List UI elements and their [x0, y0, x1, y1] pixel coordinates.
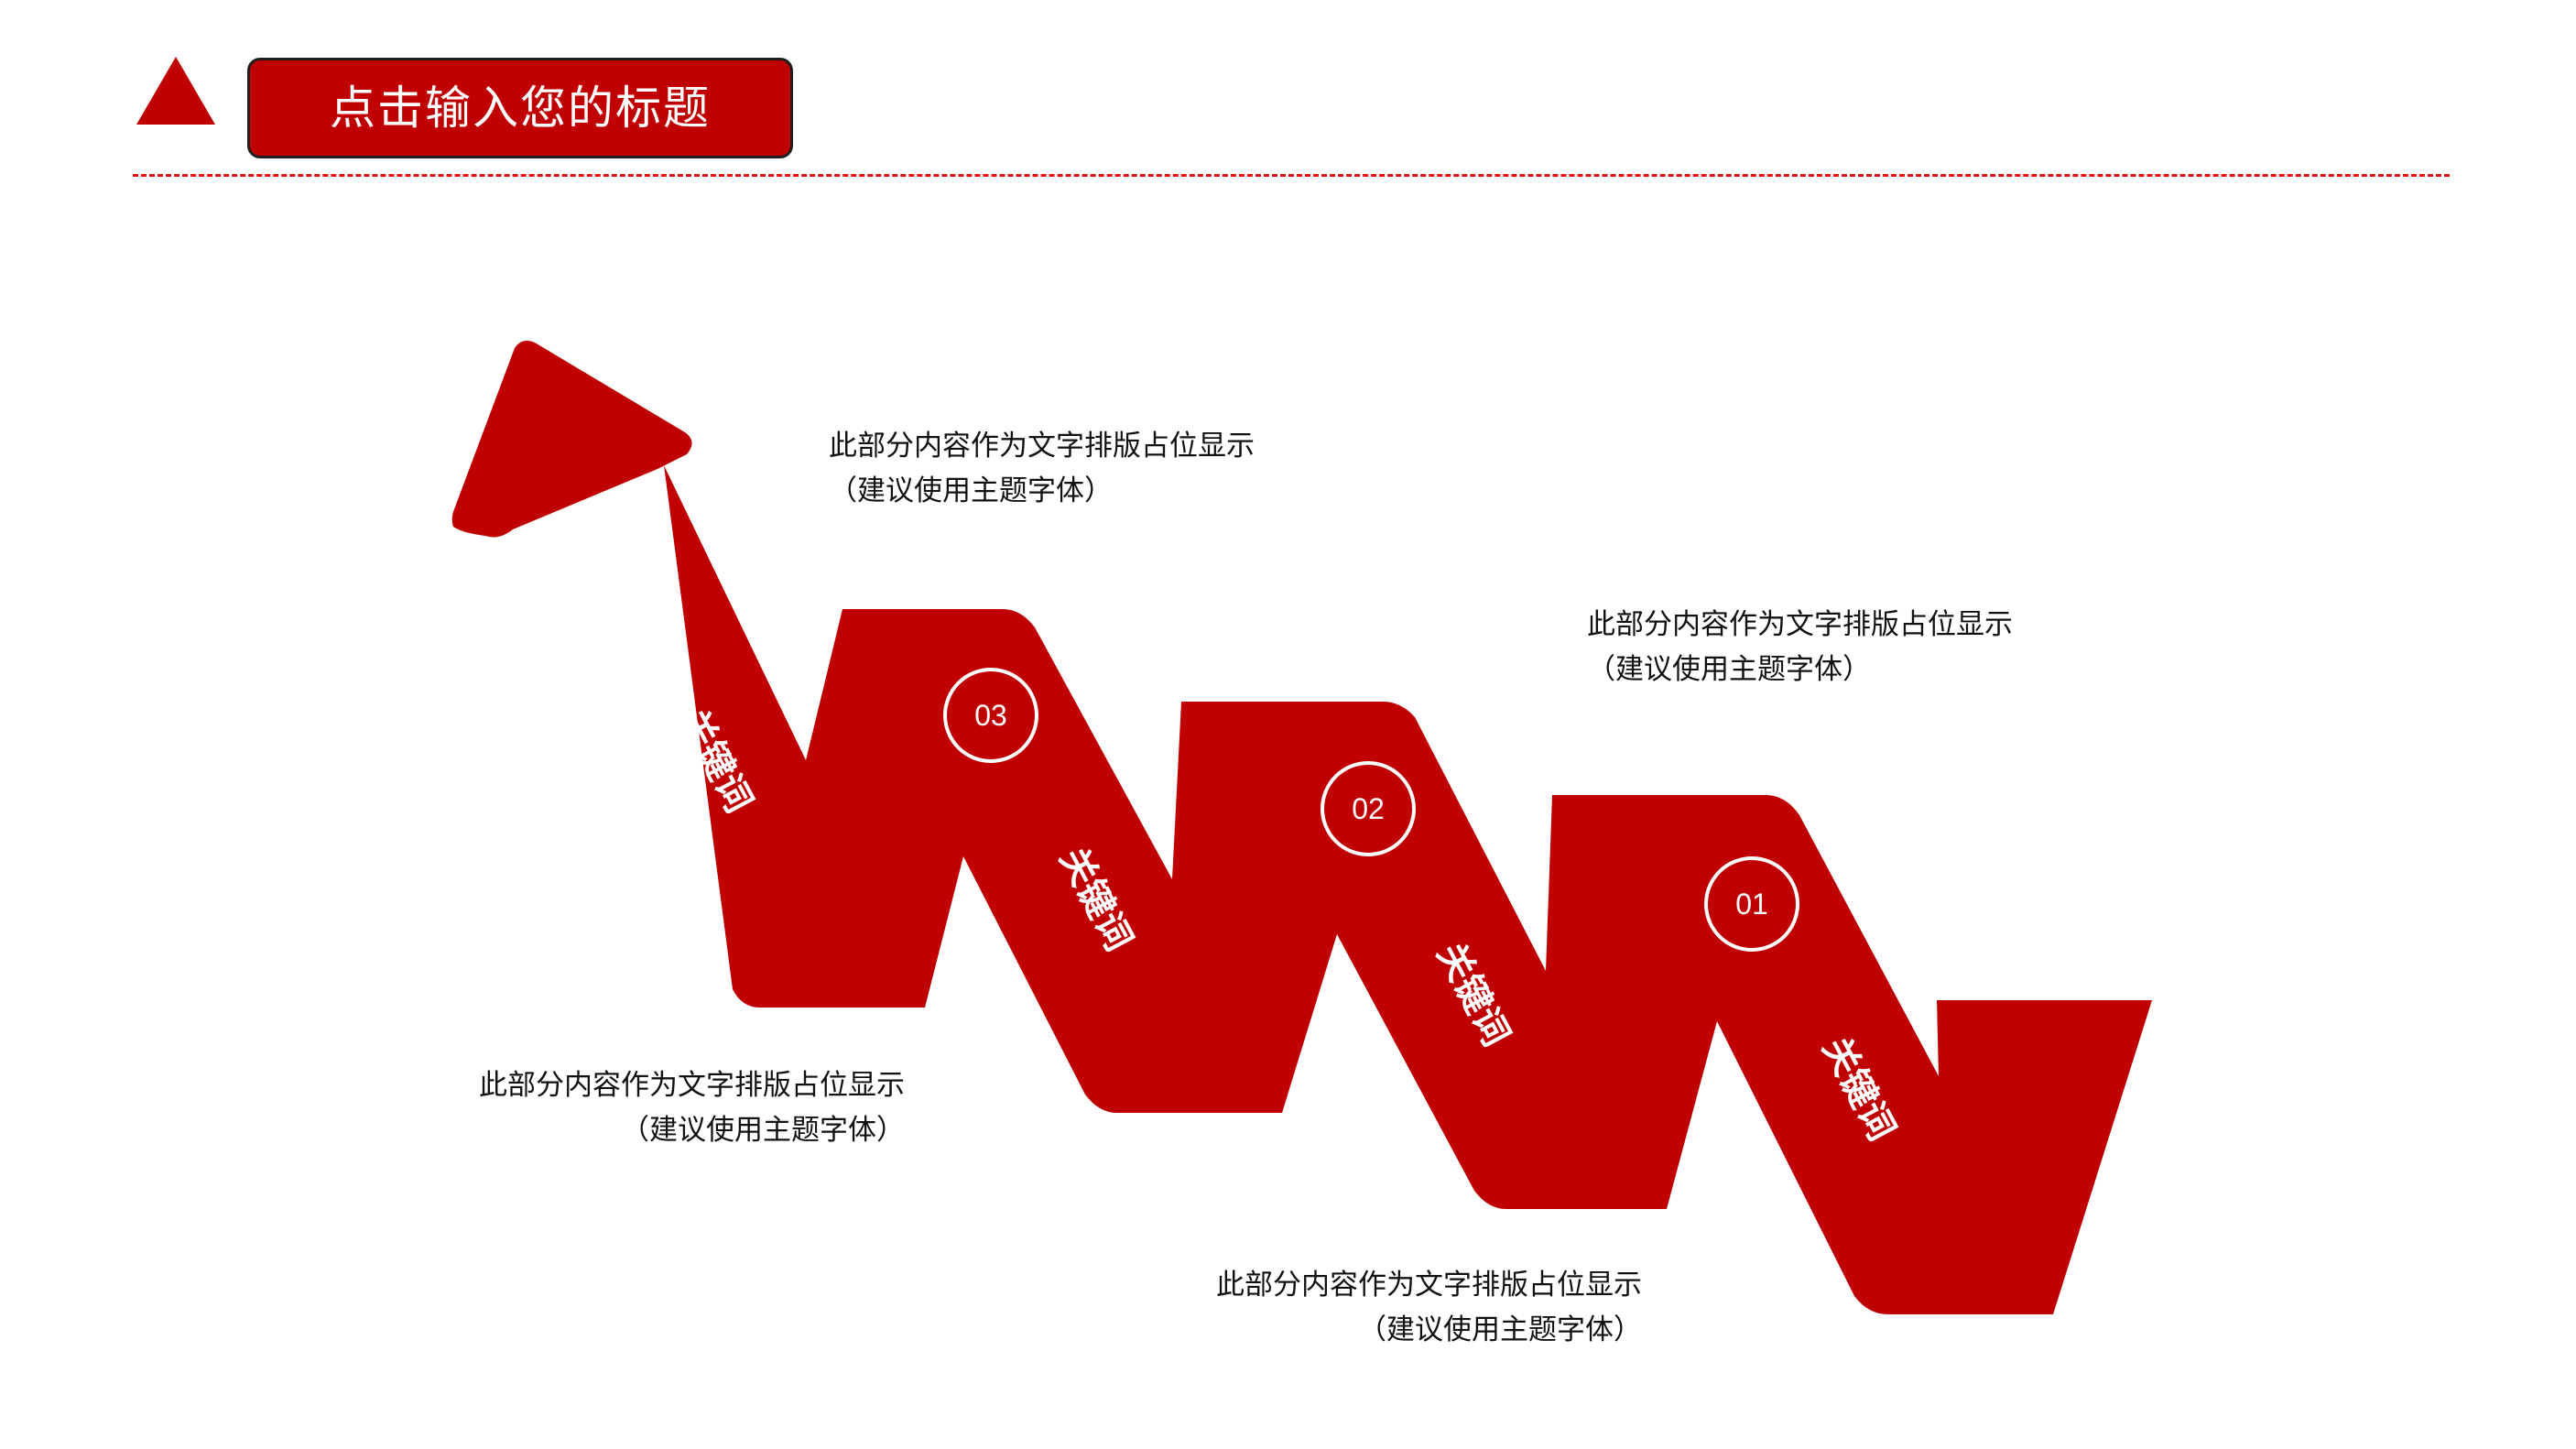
step-number: 02 — [1352, 792, 1385, 825]
description-bottom-center: 此部分内容作为文字排版占位显示 （建议使用主题字体） — [1216, 1263, 1642, 1353]
description-line: （建议使用主题字体） — [621, 1114, 905, 1147]
arrow-head-shape — [451, 341, 692, 538]
step-number: 01 — [1735, 888, 1768, 921]
description-line: 此部分内容作为文字排版占位显示 — [1587, 608, 2013, 641]
zigzag-arrow-shape — [664, 465, 2152, 1314]
description-line: 此部分内容作为文字排版占位显示 — [829, 430, 1255, 463]
page-title[interactable]: 点击输入您的标题 — [247, 58, 793, 158]
description-top-center: 此部分内容作为文字排版占位显示 （建议使用主题字体） — [829, 424, 1255, 514]
step-number: 04 — [592, 561, 625, 594]
description-line: 此部分内容作为文字排版占位显示 — [479, 1069, 905, 1102]
description-line: （建议使用主题字体） — [829, 474, 1113, 507]
description-line: （建议使用主题字体） — [1587, 653, 1871, 686]
description-bottom-left: 此部分内容作为文字排版占位显示 （建议使用主题字体） — [479, 1063, 905, 1153]
description-line: 此部分内容作为文字排版占位显示 — [1216, 1269, 1642, 1302]
title-triangle-icon — [136, 57, 215, 125]
step-number-circle — [1321, 761, 1416, 856]
description-top-right: 此部分内容作为文字排版占位显示 （建议使用主题字体） — [1587, 603, 2013, 692]
step-number: 03 — [974, 699, 1007, 732]
step-number-circle — [943, 668, 1038, 763]
header-divider — [133, 174, 2450, 177]
description-line: （建议使用主题字体） — [1358, 1313, 1642, 1346]
step-number-circle — [1704, 856, 1799, 952]
step-number-circle — [560, 529, 656, 625]
